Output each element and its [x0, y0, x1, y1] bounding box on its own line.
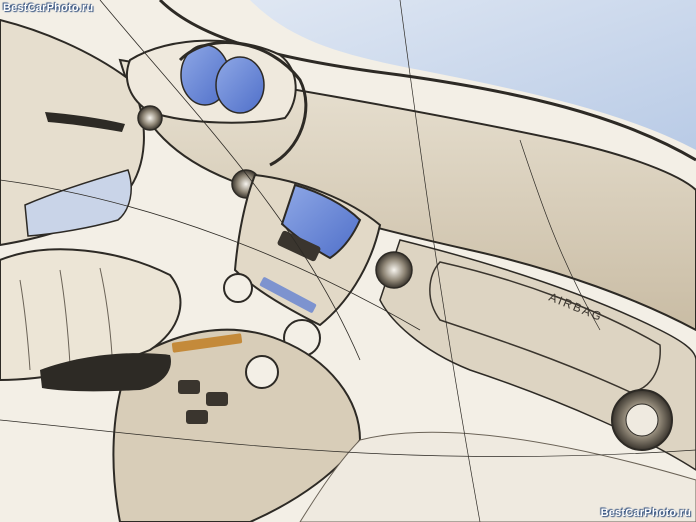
vent-left-icon	[137, 105, 163, 131]
vent-center-right-icon	[375, 251, 413, 289]
door-armrest	[40, 353, 171, 392]
watermark-bottom: BestCarPhoto.ru	[600, 507, 691, 519]
climate-strip	[259, 277, 317, 313]
door-speaker	[24, 169, 132, 237]
knob-left-icon	[223, 273, 253, 303]
windshield	[250, 0, 696, 150]
windshield-frame	[158, 0, 696, 162]
vent-passenger-inner	[625, 403, 659, 437]
gauge-right	[215, 56, 265, 114]
radio-buttons	[277, 230, 321, 262]
watermark-top: BestCarPhoto.ru	[3, 2, 94, 14]
console-switch-a	[178, 380, 200, 394]
console-switch-b	[206, 392, 228, 406]
sketch-line-4	[0, 419, 696, 457]
sketch-line-2	[99, 0, 361, 361]
console-switch-c	[186, 410, 208, 424]
seat-stitch-3	[99, 267, 113, 356]
steering-wheel	[178, 41, 308, 167]
sketch-line-5	[519, 139, 601, 331]
seat-stitch-2	[59, 269, 71, 366]
seat-stitch-1	[19, 279, 31, 371]
dashboard-top	[118, 58, 696, 332]
sketch-line-1	[0, 179, 421, 331]
door-handle	[45, 112, 125, 132]
controller-knob-icon	[245, 355, 279, 389]
sketch-line-3	[399, 0, 481, 522]
console-button-row	[171, 333, 243, 353]
